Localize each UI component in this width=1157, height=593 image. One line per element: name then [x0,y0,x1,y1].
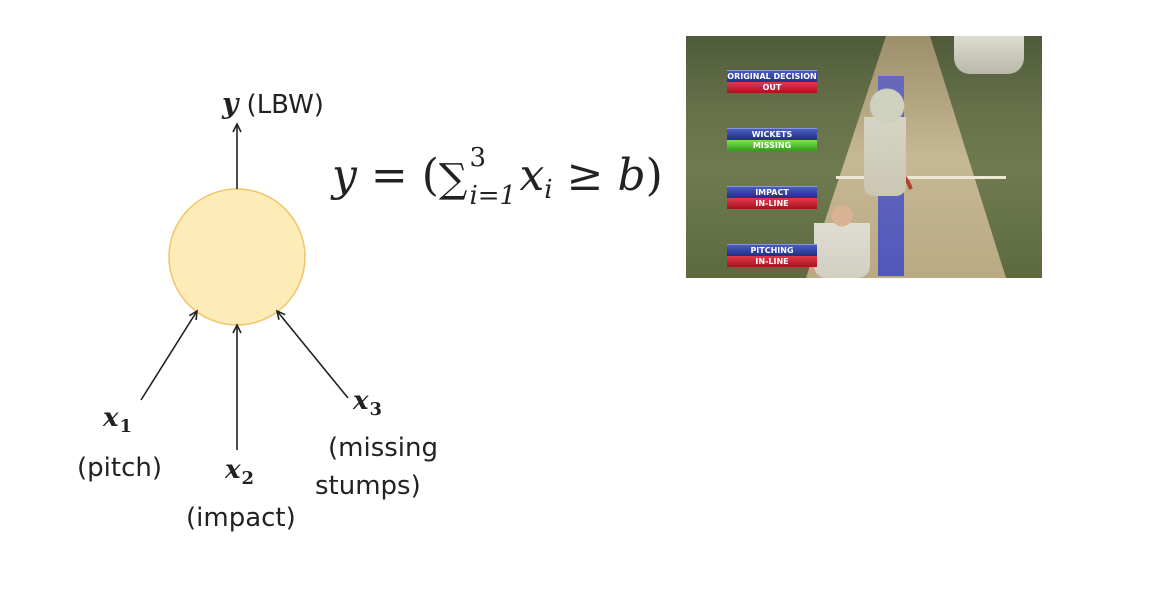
drs-row-pitching: PITCHING IN-LINE [727,244,817,267]
formula-rhs: b [617,150,646,201]
input-arrow-1 [140,309,198,401]
drs-row-wickets: WICKETS MISSING [727,128,817,151]
output-label: y (LBW) [222,87,324,120]
drs-row-title: PITCHING [727,244,817,256]
formula-eq: = ( [356,150,439,201]
formula-lower-limit: i=1 [469,180,517,211]
formula-term-var: x [519,150,545,201]
drs-row-title: ORIGINAL DECISION [727,70,817,82]
formula-upper-limit: 3 [469,142,486,173]
formula-relation: ≥ [552,150,618,201]
output-variable: y [222,87,239,120]
input-3-label-line-1: (missing [328,433,438,463]
drs-row-value: IN-LINE [727,198,817,209]
formula-term: xi [519,150,552,205]
formula-close: ) [645,150,663,201]
neuron-node [168,188,306,326]
formula-term-sub: i [544,175,553,205]
bowler-figure [814,204,870,278]
input-2-label: (impact) [186,503,296,533]
formula-sum-symbol: ∑ [438,156,468,202]
cricket-drs-image: ORIGINAL DECISION OUT WICKETS MISSING IM… [686,36,1042,278]
input-3-variable: x3 [353,388,382,419]
drs-row-value: OUT [727,82,817,93]
input-2-sub: 2 [241,468,255,489]
drs-row-value: MISSING [727,140,817,151]
output-description: (LBW) [246,90,324,120]
drs-row-title: WICKETS [727,128,817,140]
formula-lhs: y [332,150,357,201]
input-2-variable: x2 [225,457,254,488]
perceptron-diagram [140,122,349,450]
input-1-sub: 1 [119,416,133,437]
input-1-label: (pitch) [77,453,162,483]
input-1-var: x [103,403,119,433]
keeper-figure [954,36,1024,74]
input-3-var: x [353,386,369,416]
drs-row-title: IMPACT [727,186,817,198]
input-1-variable: x1 [103,405,132,436]
input-3-label-line-2: stumps) [315,471,421,501]
drs-row-value: IN-LINE [727,256,817,267]
drs-row-impact: IMPACT IN-LINE [727,186,817,209]
input-3-sub: 3 [369,399,383,420]
batsman-figure [864,86,906,196]
drs-row-original-decision: ORIGINAL DECISION OUT [727,70,817,93]
input-2-var: x [225,455,241,485]
crease-line [836,176,1006,179]
input-arrow-3 [275,309,349,399]
